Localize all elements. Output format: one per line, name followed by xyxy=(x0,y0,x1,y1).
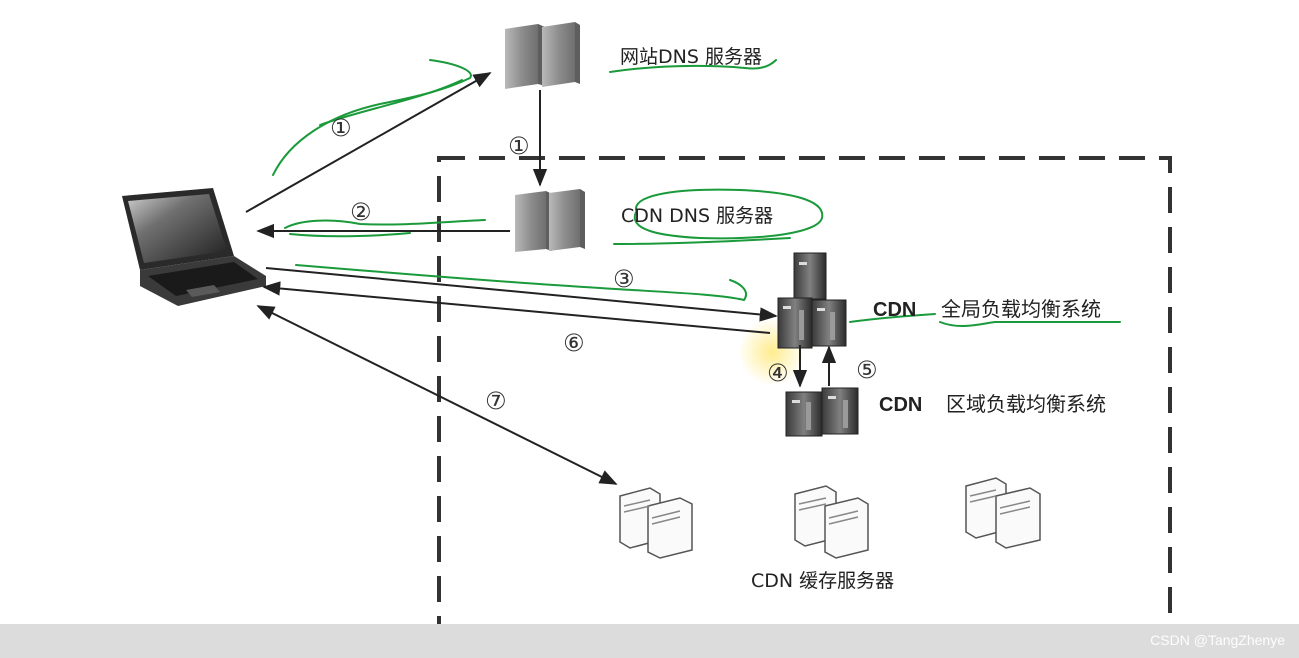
flow-arrows xyxy=(245,72,837,485)
cdn-dns-server-icon xyxy=(515,189,585,252)
cache-servers-label: CDN 缓存服务器 xyxy=(751,570,894,592)
website-dns-label: 网站DNS 服务器 xyxy=(620,46,762,68)
step-1-label: ① xyxy=(330,114,352,142)
step-3-label: ③ xyxy=(613,265,635,293)
regional-lb-server-icon xyxy=(785,387,859,437)
regional-lb-prefix: CDN xyxy=(879,394,922,416)
watermark: CSDN @TangZhenye xyxy=(1150,632,1285,648)
website-dns-server-icon xyxy=(505,22,580,89)
arrow-step1-client-to-dns xyxy=(245,72,492,213)
handwritten-annotations xyxy=(272,59,1121,328)
step-1b-label: ① xyxy=(508,132,530,160)
bottom-bar xyxy=(0,624,1299,658)
arrow-step7-client-cache xyxy=(256,305,618,485)
step-4-label: ④ xyxy=(767,359,789,387)
arrow-step3-client-to-global-lb xyxy=(265,267,778,322)
laptop-icon xyxy=(122,188,266,306)
regional-lb-label: 区域负载均衡系统 xyxy=(946,392,1106,416)
step-2-label: ② xyxy=(350,198,372,226)
cdn-dns-label: CDN DNS 服务器 xyxy=(621,205,773,227)
step-7-label: ⑦ xyxy=(485,387,507,415)
global-lb-server-icon xyxy=(777,252,847,349)
cache-server-icon xyxy=(619,477,1041,559)
global-lb-label: 全局负载均衡系统 xyxy=(941,297,1101,321)
step-6-label: ⑥ xyxy=(563,329,585,357)
step-5-label: ⑤ xyxy=(856,356,878,384)
global-lb-prefix: CDN xyxy=(873,299,916,321)
